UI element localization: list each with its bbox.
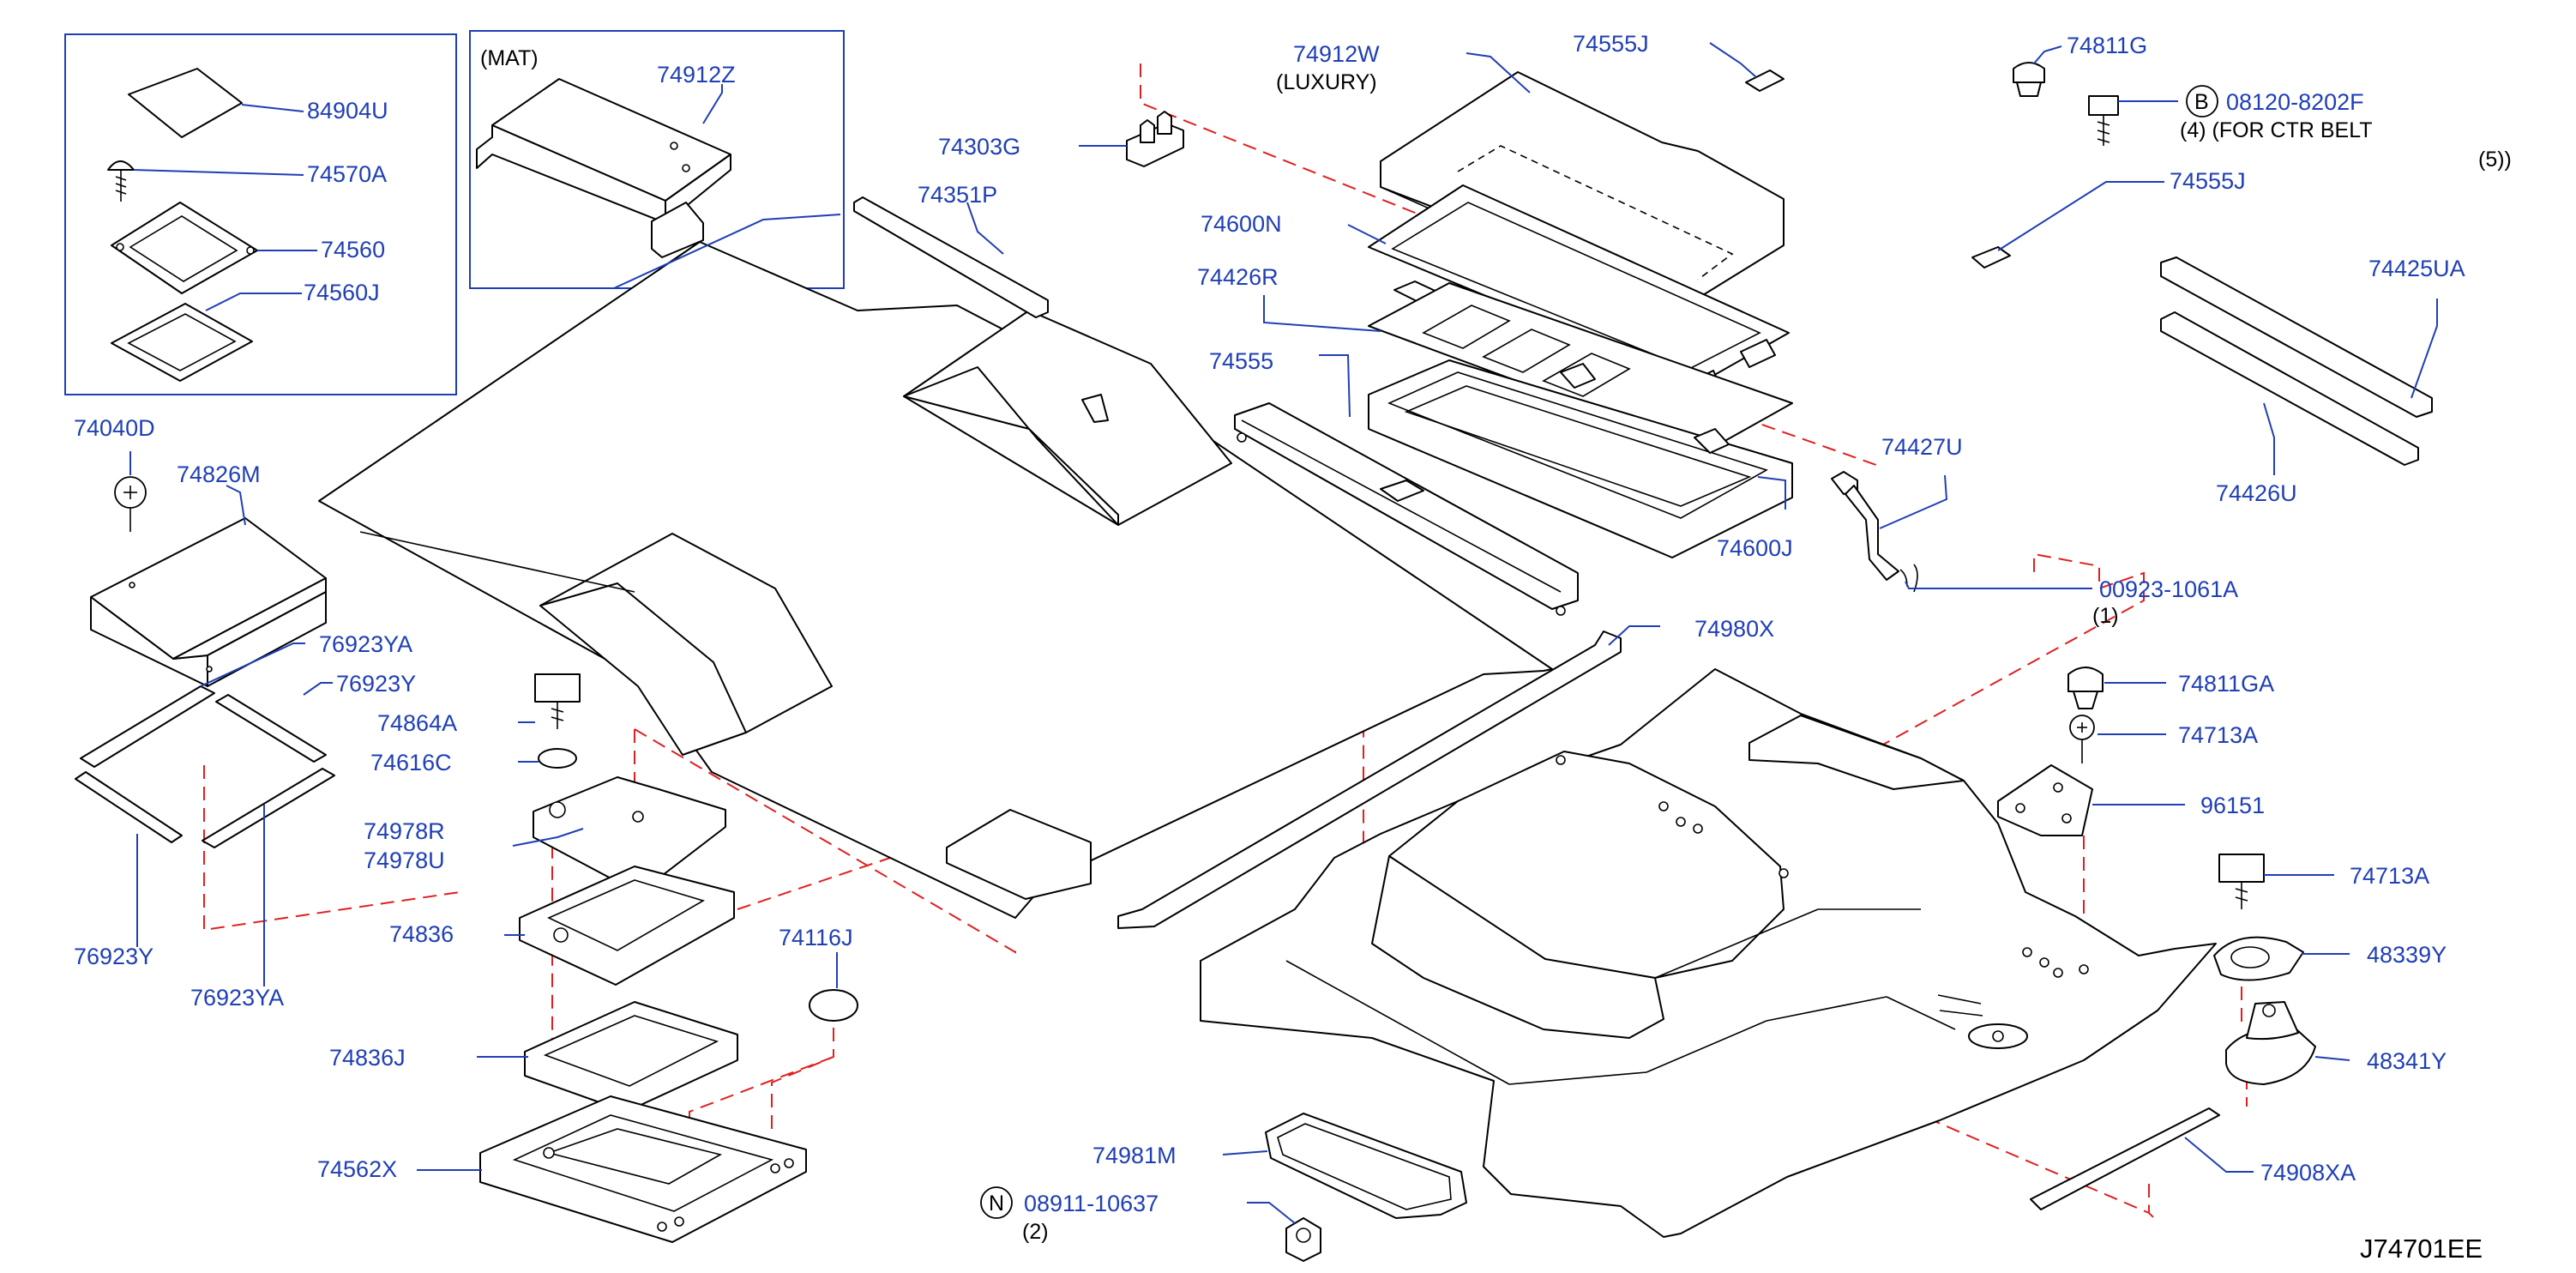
bolt-74864A-shape (534, 673, 581, 729)
label-00923-1061A: 00923-1061A (2099, 576, 2238, 602)
label-74040D: 74040D (74, 415, 155, 441)
strips-76923Y-shape (75, 685, 335, 848)
clip-74303G-shape (1126, 111, 1184, 167)
label-74426U: 74426U (2216, 480, 2297, 506)
rail-74980X-shape (1117, 630, 1622, 929)
bracket-48339Y-shape (2213, 936, 2304, 981)
label-74555J-a: 74555J (1573, 31, 1649, 57)
label-74427U: 74427U (1881, 434, 1963, 460)
label-74570A: 74570A (307, 161, 387, 187)
mark-n-letter: N (989, 1192, 1004, 1216)
label-76923YA-a: 76923YA (319, 631, 412, 657)
seal-74560J-shape (111, 303, 253, 382)
mark-b-letter: B (2194, 90, 2209, 114)
label-74980X: 74980X (1694, 616, 1774, 642)
screw-74713A-a-shape (2069, 715, 2095, 763)
label-74864A: 74864A (377, 710, 457, 736)
frame-74560-shape (111, 202, 258, 294)
nut-08911-shape (1285, 1217, 1321, 1262)
base-74562X-shape (479, 1095, 807, 1243)
tray-74600J-shape (1368, 359, 1793, 558)
mat-inset-label: (MAT) (480, 46, 539, 70)
mark-b-circle (2186, 85, 2218, 118)
screw-74040D-shape (114, 476, 147, 532)
floor-panel-front (1200, 668, 2217, 1238)
label-74978U: 74978U (364, 848, 445, 873)
label-96151: 96151 (2200, 793, 2265, 818)
screw-74570A-shape (107, 160, 135, 202)
bolt-08120-shape (2088, 95, 2119, 146)
leader-lines (129, 42, 2438, 1224)
rail-74426U-shape (2160, 311, 2419, 466)
part-labels: 84904U 74570A 74560 74560J 74912Z 74040D… (74, 31, 2512, 1264)
label-74811GA: 74811GA (2178, 671, 2274, 697)
label-08120-8202F: 08120-8202F (2226, 89, 2364, 115)
rail-74351P-shape (853, 196, 1049, 318)
bolt-74713A-b-shape (2218, 854, 2265, 909)
label-84904U: 84904U (307, 98, 388, 124)
label-74811G: 74811G (2067, 33, 2147, 58)
pad-74978R-shape (533, 776, 726, 884)
label-74560J: 74560J (304, 280, 380, 305)
seal-74836J-shape (524, 1001, 738, 1113)
label-74713A-b: 74713A (2350, 863, 2429, 889)
rail-74908XA-shape (2030, 1107, 2220, 1210)
plug-74116J-shape (809, 989, 858, 1022)
label-74908XA: 74908XA (2260, 1160, 2356, 1186)
rod-74427U-shape (1831, 471, 1918, 593)
label-74981M: 74981M (1092, 1143, 1177, 1168)
cup-48341Y-shape (2225, 1001, 2316, 1085)
label-74912Z: 74912Z (657, 62, 736, 87)
label-74555J-b: 74555J (2170, 168, 2246, 194)
label-74351P: 74351P (918, 182, 997, 208)
tray-74836-shape (519, 866, 735, 986)
cover-74981M-shape (1265, 1113, 1467, 1219)
label-48339Y: 48339Y (2367, 942, 2447, 968)
rail-74555-shape (1234, 402, 1579, 616)
label-74116J: 74116J (779, 925, 853, 950)
label-74426R: 74426R (1197, 264, 1279, 290)
pad-74555J-a-shape (1745, 69, 1785, 92)
mark-n-circle (980, 1186, 1013, 1219)
pad-74555J-b-shape (1971, 246, 2011, 268)
label-08911-qty: (2) (1022, 1220, 1049, 1244)
label-76923Y-b: 76923Y (74, 944, 153, 969)
label-08120-note-1: (4) (FOR CTR BELT (2180, 118, 2373, 142)
label-74555: 74555 (1209, 348, 1273, 374)
bracket-96151-shape (1997, 764, 2093, 836)
washer-74616C-shape (538, 748, 577, 769)
label-08120-note-2: (5)) (2478, 148, 2512, 172)
label-74600J: 74600J (1717, 535, 1793, 561)
floor-panel-rear (318, 241, 1553, 919)
cover-plate-shape (128, 68, 243, 138)
label-74912W-note: (LUXURY) (1276, 70, 1377, 94)
label-74978R: 74978R (364, 818, 445, 844)
label-74826M: 74826M (177, 462, 261, 487)
label-74713A-a: 74713A (2178, 722, 2258, 748)
box-74826M-shape (90, 517, 327, 687)
diagram-ref-code: J74701EE (2360, 1234, 2483, 1264)
clip-74811GA-shape (2067, 667, 2104, 709)
label-74562X: 74562X (317, 1156, 397, 1182)
label-74836J: 74836J (329, 1045, 406, 1071)
label-74303G: 74303G (938, 134, 1020, 160)
label-74600N: 74600N (1201, 211, 1282, 237)
label-76923Y-a: 76923Y (336, 671, 416, 697)
rail-74425UA-shape (2160, 256, 2433, 418)
inset-box-mat: (MAT) (469, 30, 845, 289)
inset-box-service-lid (64, 33, 457, 395)
label-74912W: 74912W (1293, 41, 1380, 67)
label-48341Y: 48341Y (2367, 1048, 2447, 1074)
label-00923-qty: (1) (2092, 604, 2119, 628)
label-74616C: 74616C (370, 750, 452, 775)
label-08911-10637: 08911-10637 (1024, 1191, 1159, 1216)
label-76923YA-b: 76923YA (190, 985, 284, 1011)
label-74836: 74836 (389, 921, 454, 947)
clip-74811G-shape (2013, 62, 2045, 97)
label-74560: 74560 (321, 237, 385, 262)
label-74425UA: 74425UA (2368, 256, 2465, 281)
